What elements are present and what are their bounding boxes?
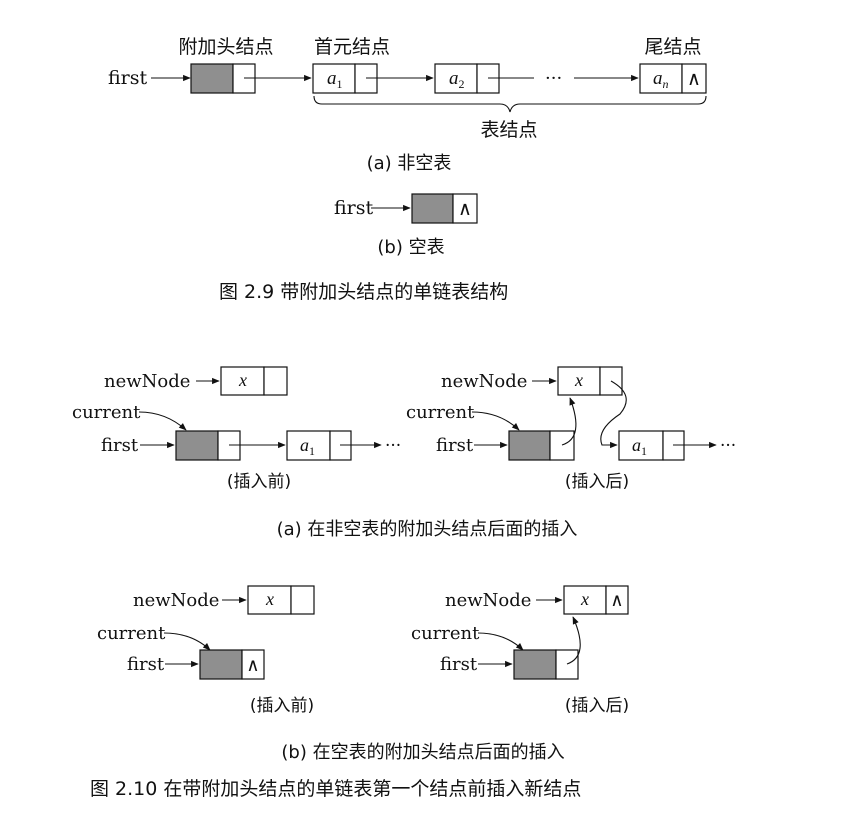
first-label: first xyxy=(440,654,478,675)
newnode-label: newNode xyxy=(133,590,219,611)
newnode-label: newNode xyxy=(441,371,527,392)
node-a1-data: a1 xyxy=(300,435,315,458)
node-a1: a1 xyxy=(286,430,352,461)
newnode-label: newNode xyxy=(445,590,531,611)
node-a2-data: a2 xyxy=(449,68,465,91)
pointer-first-label: first xyxy=(108,67,148,89)
first-label: first xyxy=(127,654,165,675)
new-node-x: x xyxy=(557,366,623,396)
ellipsis: ··· xyxy=(385,436,401,456)
head-node xyxy=(508,430,575,461)
current-label: current xyxy=(406,402,475,423)
node-x-data: x xyxy=(238,370,247,390)
label-head-node: 附加头结点 xyxy=(178,36,273,58)
null-symbol: ∧ xyxy=(610,590,623,611)
caption-9a: (a) 非空表 xyxy=(367,153,452,174)
label-before: (插入前) xyxy=(250,696,314,716)
null-symbol: ∧ xyxy=(458,198,472,220)
ellipsis: ··· xyxy=(545,68,562,89)
label-before: (插入前) xyxy=(227,472,291,492)
caption-10b: (b) 在空表的附加头结点后面的插入 xyxy=(281,742,564,763)
figure-2-9-caption: 图 2.9 带附加头结点的单链表结构 xyxy=(219,281,508,303)
null-symbol: ∧ xyxy=(246,655,259,676)
head-node-empty: ∧ xyxy=(411,193,478,224)
new-node-to-a1-arrow xyxy=(600,380,627,449)
current-arrow xyxy=(163,632,211,651)
label-first-element-node: 首元结点 xyxy=(314,36,390,58)
current-arrow xyxy=(138,411,187,431)
head-node xyxy=(513,649,579,680)
pointer-first-label: first xyxy=(334,197,374,219)
label-table-nodes: 表结点 xyxy=(480,119,537,141)
new-node-x: x ∧ xyxy=(563,585,629,615)
null-symbol: ∧ xyxy=(687,68,701,90)
node-a1-data: a1 xyxy=(632,435,647,458)
node-a1-data: a1 xyxy=(327,68,343,91)
newnode-label: newNode xyxy=(104,371,190,392)
new-node-x: x xyxy=(247,585,315,615)
node-an-data: an xyxy=(653,68,669,91)
node-x-data: x xyxy=(265,589,274,609)
head-to-new-node-arrow xyxy=(561,397,577,446)
current-label: current xyxy=(72,402,141,423)
node-x-data: x xyxy=(574,370,583,390)
caption-9b: (b) 空表 xyxy=(377,237,444,258)
table-nodes-brace xyxy=(313,95,707,113)
current-arrow xyxy=(471,411,520,431)
current-label: current xyxy=(411,623,480,644)
head-node-empty: ∧ xyxy=(199,649,265,680)
first-label: first xyxy=(101,435,139,456)
first-label: first xyxy=(436,435,474,456)
label-tail-node: 尾结点 xyxy=(644,36,701,58)
figure-2-10-caption: 图 2.10 在带附加头结点的单链表第一个结点前插入新结点 xyxy=(90,778,581,800)
current-arrow xyxy=(477,632,524,651)
node-x-data: x xyxy=(580,589,589,609)
ellipsis: ··· xyxy=(720,436,736,456)
head-to-new-node-arrow xyxy=(566,616,581,665)
caption-10a: (a) 在非空表的附加头结点后面的插入 xyxy=(277,519,578,540)
current-label: current xyxy=(97,623,166,644)
label-after: (插入后) xyxy=(565,696,629,716)
node-an: an ∧ xyxy=(639,63,707,94)
label-after: (插入后) xyxy=(565,472,629,492)
new-node-x: x xyxy=(220,366,288,396)
